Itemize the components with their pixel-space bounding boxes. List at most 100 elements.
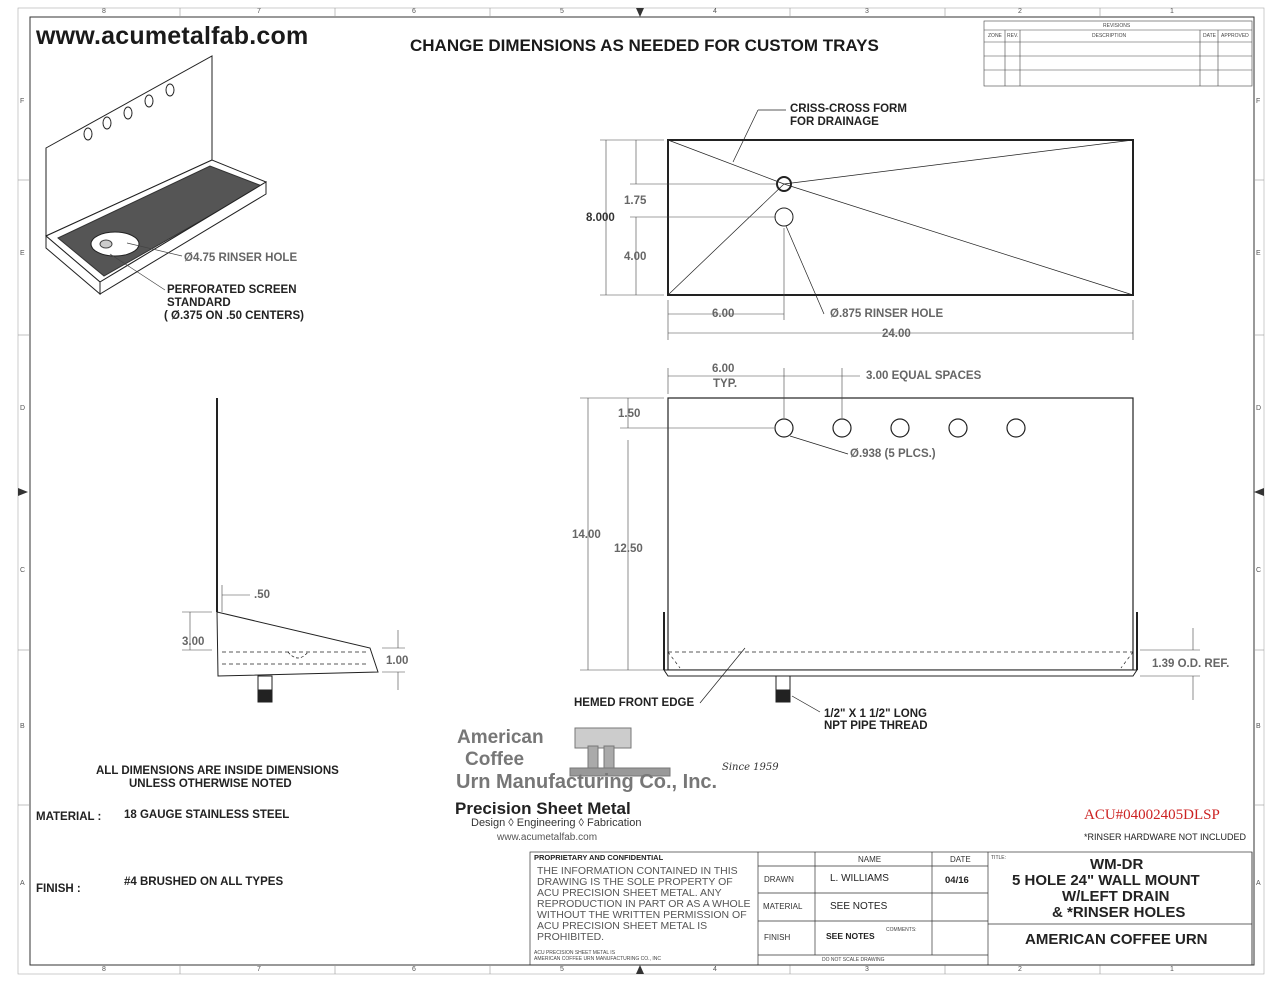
logo-precision: Precision Sheet Metal <box>455 799 631 818</box>
zone-row-e-right: E <box>1256 250 1261 257</box>
prop-text: THE INFORMATION CONTAINED IN THIS DRAWIN… <box>537 865 751 943</box>
material-value: 18 GAUGE STAINLESS STEEL <box>124 809 290 821</box>
custom-tray-note: CHANGE DIMENSIONS AS NEEDED FOR CUSTOM T… <box>410 36 879 55</box>
center-mark-bottom <box>636 965 644 974</box>
zone-col-5: 5 <box>560 8 564 15</box>
zone-row-d: D <box>20 405 26 412</box>
criss-cross-label-2: FOR DRAINAGE <box>790 116 879 128</box>
tb-drawn-name: L. WILLIAMS <box>830 873 889 884</box>
dim-6-00-front: 6.00 <box>712 363 735 375</box>
zone-col-3: 3 <box>865 8 869 15</box>
zone-row-e: E <box>20 250 25 257</box>
tb-material-label: MATERIAL <box>763 902 803 911</box>
side-view <box>216 398 379 703</box>
dim-50: .50 <box>254 589 270 601</box>
rinser-hardware-note: *RINSER HARDWARE NOT INCLUDED <box>1084 832 1247 842</box>
dim-3-00: 3.00 <box>182 636 205 648</box>
zone-col-4-bottom: 4 <box>713 966 717 973</box>
finish-value: #4 BRUSHED ON ALL TYPES <box>124 876 284 888</box>
dim-14-00: 14.00 <box>572 529 601 541</box>
zone-row-c: C <box>20 567 26 574</box>
criss-cross-label-1: CRISS-CROSS FORM <box>790 103 907 115</box>
iso-rinser-label: Ø4.75 RINSER HOLE <box>184 252 298 264</box>
tb-title-2: 5 HOLE 24" WALL MOUNT <box>1012 872 1200 889</box>
title-block-lines <box>529 851 1253 966</box>
revisions-title: REVISIONS <box>1103 23 1131 29</box>
dim-8-000: 8.000 <box>586 212 615 224</box>
dim-1-50: 1.50 <box>618 408 641 420</box>
screen-label-3: ( Ø.375 ON .50 CENTERS) <box>164 310 304 322</box>
dim-6-00-top: 6.00 <box>712 308 735 320</box>
zone-row-f-right: F <box>1256 98 1261 105</box>
holes-938-label: Ø.938 (5 PLCS.) <box>850 448 936 460</box>
part-number: ACU#04002405DLSP <box>1084 807 1220 823</box>
typ-label: TYP. <box>713 378 738 390</box>
zone-col-6-bottom: 6 <box>412 966 416 973</box>
zone-row-f: F <box>20 98 25 105</box>
tb-no-scale: DO NOT SCALE DRAWING <box>822 957 885 963</box>
logo-urn-mfg: Urn Manufacturing Co., Inc. <box>456 771 718 793</box>
top-view-dims <box>600 139 1134 340</box>
tb-comments-label: COMMENTS: <box>886 927 917 933</box>
zone-row-a: A <box>20 880 25 887</box>
iso-tray <box>45 55 268 296</box>
zone-row-c-right: C <box>1256 567 1262 574</box>
zone-col-1-bottom: 1 <box>1170 966 1174 973</box>
prop-footer-1: ACU PRECISION SHEET METAL IS <box>534 950 616 956</box>
zone-col-7-bottom: 7 <box>257 966 261 973</box>
zone-row-b: B <box>20 723 25 730</box>
tb-drawn-label: DRAWN <box>764 875 794 884</box>
zone-col-1: 1 <box>1170 8 1174 15</box>
logo-services: Design ◊ Engineering ◊ Fabrication <box>471 817 642 829</box>
pipe-label-1: 1/2" X 1 1/2" LONG <box>824 708 927 720</box>
zone-col-2-bottom: 2 <box>1018 966 1022 973</box>
tb-date-col: DATE <box>950 855 971 864</box>
zone-col-2: 2 <box>1018 8 1022 15</box>
hemmed-edge-label: HEMED FRONT EDGE <box>574 697 695 709</box>
front-view-dims <box>580 368 1200 700</box>
prop-heading: PROPRIETARY AND CONFIDENTIAL <box>534 853 664 862</box>
center-mark-right <box>1254 488 1264 496</box>
rev-col-approved: APPROVED <box>1221 33 1249 39</box>
od-ref-label: 1.39 O.D. REF. <box>1152 658 1230 670</box>
sheet-border <box>29 16 1255 966</box>
tb-title-1: WM-DR <box>1090 856 1144 873</box>
equal-spaces-label: 3.00 EQUAL SPACES <box>866 370 982 382</box>
front-view <box>663 397 1138 713</box>
center-mark-top <box>636 8 644 17</box>
zone-col-7: 7 <box>257 8 261 15</box>
dim-24-00: 24.00 <box>882 328 911 340</box>
zone-col-3-bottom: 3 <box>865 966 869 973</box>
prop-footer-2: AMERICAN COFFEE URN MANUFACTURING CO., I… <box>534 956 661 962</box>
rev-col-zone: ZONE <box>988 33 1002 39</box>
rev-col-rev: REV. <box>1007 33 1019 39</box>
top-view <box>667 109 1134 315</box>
zone-row-a-right: A <box>1256 880 1261 887</box>
tb-title-label: TITLE: <box>991 855 1007 861</box>
dim-1-00: 1.00 <box>386 655 409 667</box>
zone-col-4: 4 <box>713 8 717 15</box>
finish-label: FINISH : <box>36 883 81 895</box>
rev-col-date: DATE <box>1203 33 1216 39</box>
center-mark-left <box>18 488 28 496</box>
tb-drawn-date: 04/16 <box>945 875 969 886</box>
tb-company: AMERICAN COFFEE URN <box>1025 931 1208 948</box>
tb-title-4: & *RINSER HOLES <box>1052 904 1186 921</box>
dim-1-75: 1.75 <box>624 195 647 207</box>
dim-12-50: 12.50 <box>614 543 643 555</box>
logo-urn-graphic <box>569 727 671 777</box>
tb-name-col: NAME <box>858 855 882 864</box>
logo-since: Since 1959 <box>722 762 779 773</box>
logo-american: American <box>457 727 544 748</box>
logo-url: www.acumetalfab.com <box>497 832 598 843</box>
zone-col-8: 8 <box>102 8 106 15</box>
dim-4-00: 4.00 <box>624 251 647 263</box>
zone-row-b-right: B <box>1256 723 1261 730</box>
zone-ticks <box>18 8 1264 974</box>
pipe-label-2: NPT PIPE THREAD <box>824 720 928 732</box>
revisions-table <box>983 20 1253 87</box>
side-view-dims <box>182 585 405 690</box>
rinser-hole-875: Ø.875 RINSER HOLE <box>830 308 944 320</box>
screen-label-2: STANDARD <box>167 297 231 309</box>
screen-label-1: PERFORATED SCREEN <box>167 284 297 296</box>
